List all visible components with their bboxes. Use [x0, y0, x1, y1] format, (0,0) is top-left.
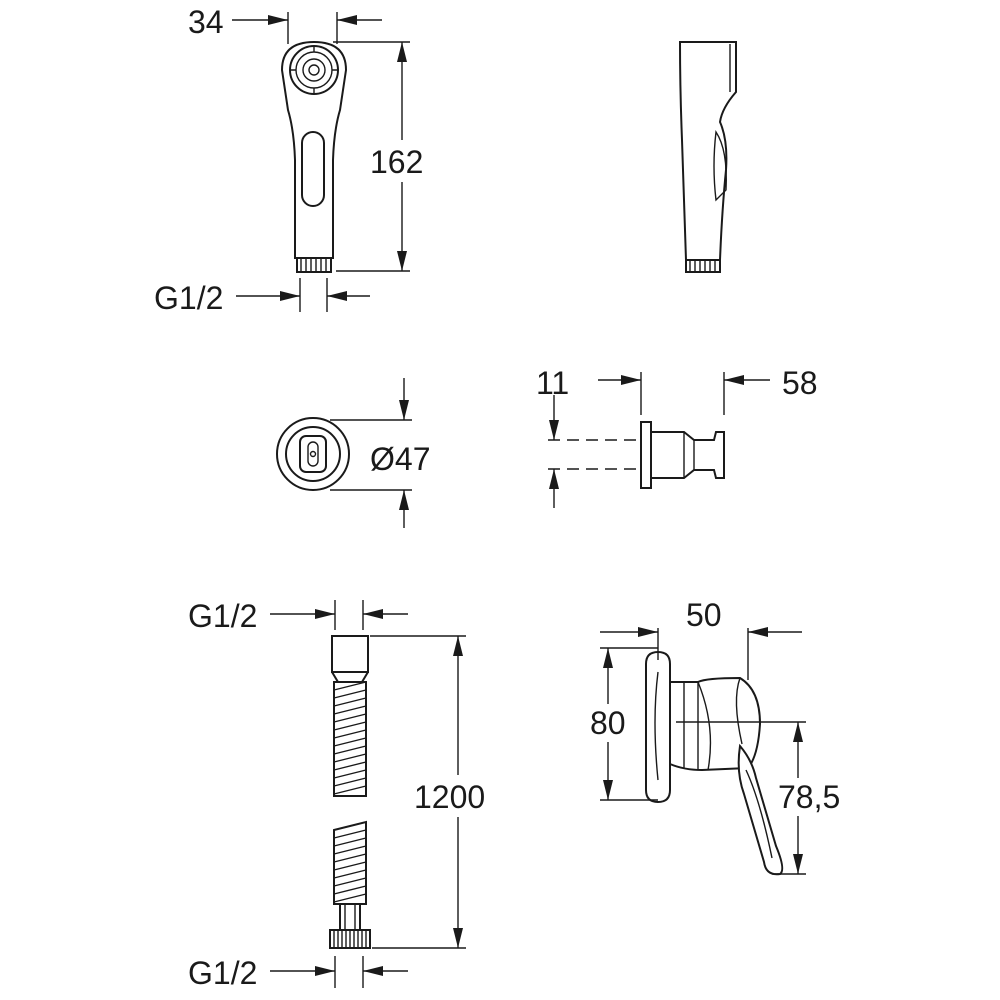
- diameter-label: Ø47: [370, 441, 430, 477]
- hose-top-thread-label: G1/2: [188, 598, 257, 634]
- dimension-width-34: 34: [188, 4, 382, 44]
- height-label: 162: [370, 144, 423, 180]
- dimension-valve-depth-50: 50: [600, 597, 802, 680]
- lever-label: 78,5: [778, 779, 840, 815]
- valve-height-label: 80: [590, 705, 626, 741]
- depth-label: 58: [782, 365, 818, 401]
- dimension-thread-hand-shower: G1/2: [154, 278, 370, 316]
- dimension-hose-bottom-thread: G1/2: [188, 955, 408, 991]
- dimension-valve-height-80: 80: [588, 647, 658, 801]
- dimension-lever-78-5: 78,5: [676, 721, 842, 875]
- bracket-front-view: [276, 417, 350, 491]
- width-label: 34: [188, 4, 224, 40]
- hand-shower-front-view: [280, 40, 348, 273]
- hand-shower-side-view: [678, 41, 737, 273]
- hose-length-label: 1200: [414, 779, 485, 815]
- offset-label: 11: [536, 365, 569, 401]
- dimension-diameter-47: Ø47: [330, 378, 430, 528]
- valve-side-view: [645, 650, 784, 876]
- hose-bottom-thread-label: G1/2: [188, 955, 257, 991]
- dimension-depth-58: 58: [598, 365, 818, 415]
- hose-view: [329, 635, 371, 949]
- dimension-offset-11: 11: [536, 365, 569, 508]
- thread-label-hand-shower: G1/2: [154, 280, 223, 316]
- bracket-side-view: [548, 421, 725, 489]
- dimension-height-162: 162: [333, 41, 434, 272]
- dimension-hose-top-thread: G1/2: [188, 598, 408, 634]
- valve-depth-label: 50: [686, 597, 722, 633]
- dimension-hose-length-1200: 1200: [370, 635, 496, 949]
